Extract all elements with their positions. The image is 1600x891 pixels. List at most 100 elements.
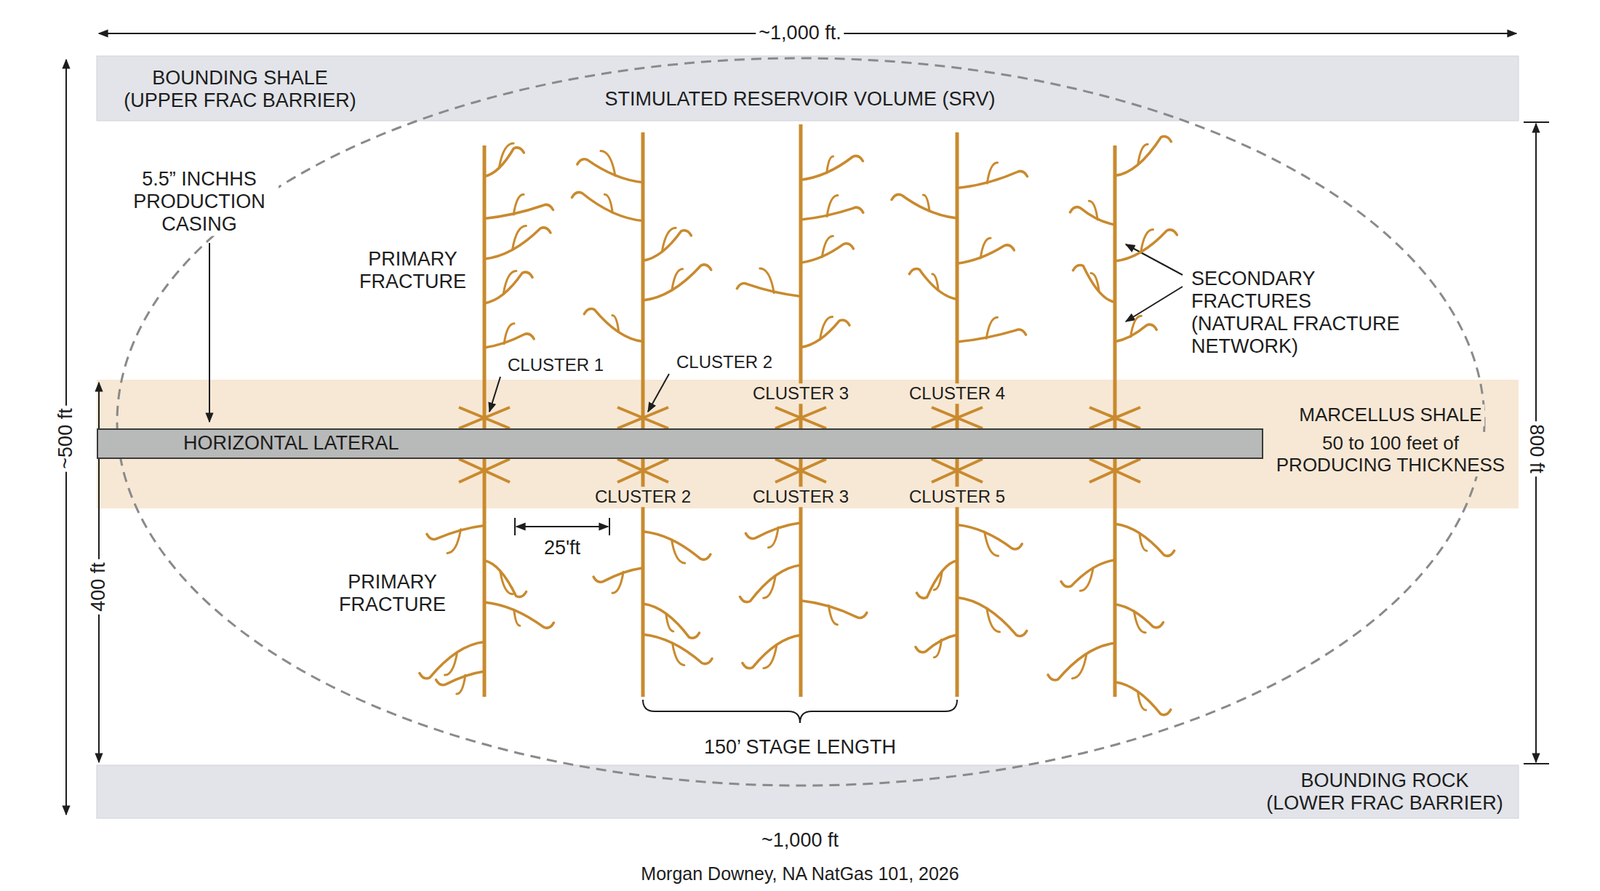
secondary-fracture	[763, 576, 776, 599]
lower-barrier-fill	[96, 765, 1519, 819]
perforation-cluster	[617, 407, 669, 429]
secondary-fracture	[891, 194, 958, 219]
secondary-fracture	[915, 634, 958, 653]
secondary-fracture	[917, 560, 958, 599]
perforation-cluster	[775, 458, 827, 483]
leader-line	[1125, 286, 1183, 322]
perforation-cluster	[775, 458, 827, 483]
secondary-fracture	[612, 571, 624, 593]
secondary-fracture	[1073, 265, 1116, 303]
secondary-fracture	[1139, 533, 1147, 551]
secondary-fracture	[909, 269, 958, 300]
secondary-fracture	[666, 613, 674, 632]
secondary-fracture	[1114, 324, 1157, 342]
upper-barrier-fill	[96, 56, 1519, 121]
secondary-fracture	[800, 155, 864, 180]
secondary-fracture	[512, 226, 527, 251]
perforation-cluster	[1089, 407, 1141, 429]
part-label: SECONDARY FRACTURES (NATURAL FRACTURE NE…	[1188, 267, 1413, 358]
perforation-cluster	[617, 458, 669, 483]
secondary-fracture	[986, 162, 998, 184]
secondary-fracture	[600, 151, 616, 176]
secondary-fracture	[1090, 272, 1099, 291]
secondary-fracture	[503, 271, 517, 295]
secondary-fracture	[957, 245, 1014, 264]
node-label: HORIZONTAL LATERAL	[183, 432, 400, 455]
caption: Morgan Downey, NA NatGas 101, 2026	[640, 863, 959, 885]
node-label: BOUNDING ROCK (LOWER FRAC BARRIER)	[1262, 769, 1507, 815]
stage-brace	[642, 699, 958, 723]
primary-fracture	[799, 124, 803, 697]
cluster-label: CLUSTER 3	[749, 486, 852, 507]
secondary-fracture	[1141, 229, 1154, 253]
secondary-fracture	[980, 237, 991, 259]
secondary-fracture	[957, 329, 1027, 342]
secondary-fracture	[604, 194, 613, 213]
secondary-fracture	[745, 522, 801, 539]
primary-fracture	[641, 132, 646, 697]
cluster-label: CLUSTER 4	[906, 383, 1008, 404]
secondary-fracture	[672, 539, 686, 563]
perforation-cluster	[775, 407, 827, 429]
secondary-fracture	[826, 156, 834, 174]
perforation-cluster	[458, 407, 510, 429]
perforation-cluster	[1089, 407, 1141, 429]
spacing-dimension	[516, 525, 608, 528]
secondary-fracture	[933, 571, 942, 590]
dimension-label: 150’ STAGE LENGTH	[701, 736, 899, 759]
dimension-tick	[608, 517, 611, 536]
secondary-fracture	[642, 264, 712, 301]
perforation-cluster	[931, 407, 983, 429]
perforation-cluster	[1089, 458, 1141, 483]
perforation-cluster	[617, 407, 669, 429]
dimension-label: 800 ft	[1524, 421, 1547, 477]
secondary-fracture	[1114, 604, 1164, 628]
secondary-fracture	[768, 527, 779, 548]
secondary-fracture	[642, 603, 700, 638]
secondary-fracture	[763, 645, 777, 669]
node-label: MARCELLUS SHALE	[1296, 404, 1485, 427]
secondary-fracture	[742, 634, 801, 668]
perforation-cluster	[931, 458, 983, 483]
secondary-fracture	[571, 192, 643, 221]
perforation-cluster	[931, 407, 983, 429]
dimension-tick	[1523, 762, 1550, 765]
secondary-fracture	[612, 315, 619, 333]
cluster-label: CLUSTER 5	[906, 486, 1008, 507]
secondary-fracture	[1072, 653, 1087, 679]
secondary-fracture	[957, 525, 1022, 550]
secondary-fracture	[986, 608, 1000, 632]
secondary-fracture	[426, 525, 485, 539]
dimension-label: ~1,000 ft	[761, 829, 839, 852]
perforation-cluster	[1089, 458, 1141, 483]
perforation-cluster	[775, 407, 827, 429]
part-label: PRIMARY FRACTURE	[336, 570, 449, 616]
cluster-label: CLUSTER 2	[673, 352, 776, 373]
node-label: 50 to 100 feet of PRODUCING THICKNESS	[1265, 432, 1516, 477]
perforation-cluster	[458, 458, 510, 483]
leader-line	[208, 242, 211, 422]
secondary-fracture	[1130, 315, 1142, 337]
secondary-fracture	[957, 597, 1027, 637]
secondary-fracture	[672, 642, 685, 665]
secondary-fracture	[498, 143, 514, 168]
leader-line	[1125, 244, 1183, 275]
perforation-cluster	[617, 458, 669, 483]
secondary-fracture	[661, 227, 676, 252]
secondary-fracture	[1080, 568, 1094, 592]
secondary-fracture	[826, 194, 838, 216]
secondary-fracture	[736, 283, 801, 297]
secondary-fracture	[484, 602, 554, 628]
leader-line	[648, 373, 670, 412]
secondary-fracture	[984, 531, 999, 556]
perforation-cluster	[458, 458, 510, 483]
cluster-label: CLUSTER 1	[504, 354, 607, 376]
secondary-fracture	[1133, 610, 1146, 633]
secondary-fracture	[436, 671, 486, 686]
secondary-fracture	[593, 568, 643, 583]
region-label: STIMULATED RESERVOIR VOLUME (SRV)	[604, 88, 995, 111]
part-label: 5.5” INCHHS PRODUCTION CASING	[120, 168, 279, 236]
secondary-fracture	[484, 560, 527, 598]
secondary-fracture	[445, 652, 458, 675]
